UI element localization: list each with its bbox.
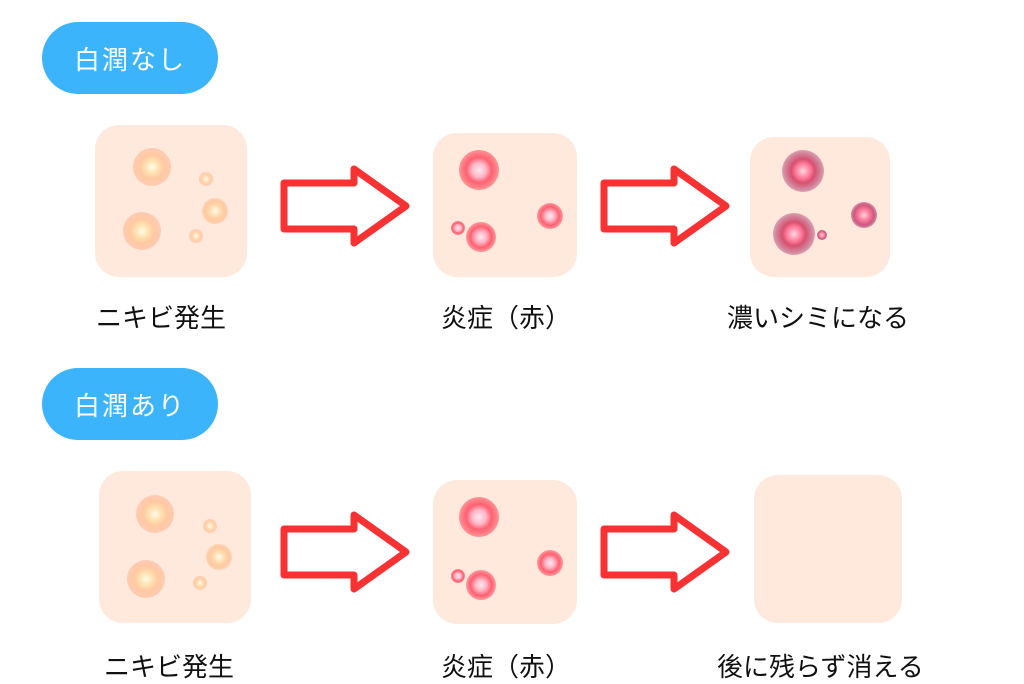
stage-label: 濃いシミになる: [727, 304, 910, 334]
skin-panel-inflamed: [433, 480, 577, 624]
skin-panel-inflamed: [433, 133, 577, 277]
inflamed-spot: [466, 570, 496, 600]
inflamed-spot: [466, 222, 496, 252]
inflamed-spot: [459, 150, 499, 190]
stage-label: 炎症（赤）: [441, 653, 572, 683]
inflamed-spot: [451, 569, 465, 583]
acne-spot: [127, 560, 165, 598]
skin-panel-dark-spot: [750, 137, 890, 277]
right-arrow-icon: [280, 511, 410, 593]
stage-label: 後に残らず消える: [717, 653, 924, 683]
badge-with-hakujun: 白潤あり: [42, 368, 218, 440]
acne-spot: [133, 148, 171, 186]
right-arrow-icon: [600, 165, 730, 247]
right-arrow-icon: [280, 165, 410, 247]
acne-spot: [123, 212, 161, 250]
acne-spot: [199, 172, 213, 186]
stage-label: ニキビ発生: [96, 304, 227, 334]
dark-spot: [851, 202, 877, 228]
acne-spot: [189, 229, 203, 243]
acne-spot: [136, 495, 174, 533]
inflamed-spot: [537, 550, 563, 576]
skin-panel-acne: [95, 125, 247, 277]
stage-label: 炎症（赤）: [441, 304, 572, 334]
acne-spot: [206, 544, 232, 570]
inflamed-spot: [537, 203, 563, 229]
right-arrow-icon: [600, 511, 730, 593]
skin-panel-clear: [754, 475, 902, 623]
skin-panel-acne: [99, 471, 251, 623]
inflamed-spot: [459, 497, 499, 537]
inflamed-spot: [451, 221, 465, 235]
acne-spot: [202, 198, 228, 224]
acne-spot: [203, 519, 217, 533]
badge-without-hakujun: 白潤なし: [42, 22, 218, 94]
dark-spot: [817, 230, 827, 240]
dark-spot: [782, 150, 824, 192]
dark-spot: [773, 213, 815, 255]
stage-label: ニキビ発生: [104, 653, 235, 683]
acne-spot: [193, 576, 207, 590]
